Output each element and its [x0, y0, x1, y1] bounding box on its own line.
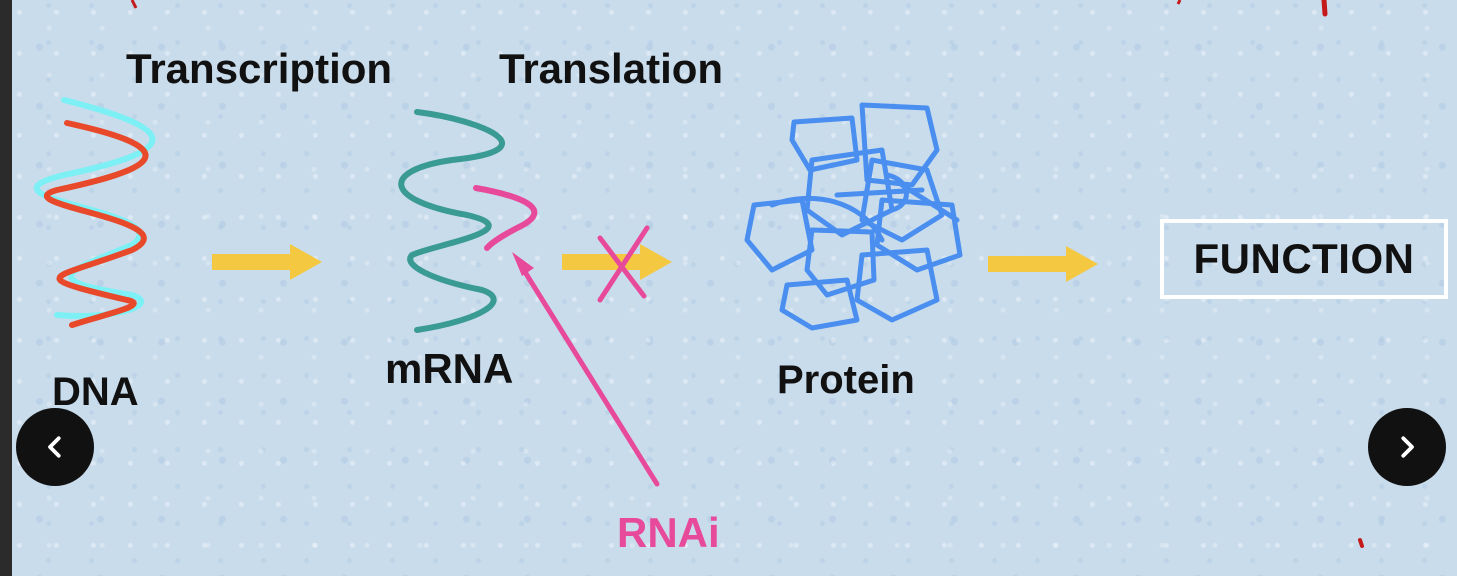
arrow-function [988, 246, 1098, 282]
protein-label: Protein [777, 358, 915, 402]
dna-strand-red [44, 120, 149, 328]
dna-helix-icon [33, 97, 156, 328]
stray-mark [1358, 538, 1364, 548]
stray-mark [130, 0, 138, 9]
arrow-translation-blocked [562, 225, 672, 303]
chevron-right-icon [1401, 436, 1414, 458]
diagram-canvas [33, 0, 1364, 548]
mrna-strand-icon [398, 109, 538, 333]
next-slide-button[interactable] [1368, 408, 1446, 486]
protein-tangle-icon [744, 102, 963, 331]
slide: Transcription Translation DNA mRNA Prote… [12, 0, 1457, 576]
stray-mark [1321, 0, 1328, 17]
mrna-label: mRNA [385, 345, 514, 392]
function-box: FUNCTION [1160, 219, 1448, 299]
step-translation-label: Translation [499, 45, 724, 92]
rnai-strand [473, 185, 538, 251]
arrow-transcription [212, 244, 322, 280]
chevron-left-icon [48, 436, 61, 458]
rnai-label: RNAi [617, 509, 720, 556]
stray-mark [1176, 0, 1182, 5]
rnai-pointer-arrow [512, 252, 660, 487]
block-x-icon [597, 225, 650, 303]
dna-label: DNA [52, 370, 139, 414]
mrna-strand [398, 109, 506, 333]
step-transcription-label: Transcription [126, 45, 393, 92]
function-label: FUNCTION [1193, 235, 1415, 282]
previous-slide-button[interactable] [16, 408, 94, 486]
